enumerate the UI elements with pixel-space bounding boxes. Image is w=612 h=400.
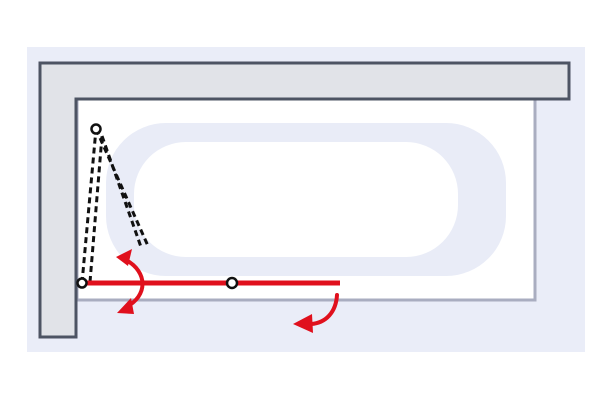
wall — [38, 61, 571, 339]
curved-double-arrow-icon — [116, 249, 145, 314]
folded-screen-dash-2 — [94, 128, 150, 247]
folded-screen-outline — [80, 128, 150, 284]
hinge-pivot-icon — [76, 277, 88, 289]
curved-arrow-icon — [293, 293, 339, 333]
folded-screen-dash-1 — [80, 128, 98, 284]
bathtub-basin — [134, 142, 458, 257]
panel-pivot-icon — [225, 276, 239, 290]
top-pivot-icon — [90, 123, 102, 135]
folded-screen-dash-3 — [88, 135, 104, 283]
